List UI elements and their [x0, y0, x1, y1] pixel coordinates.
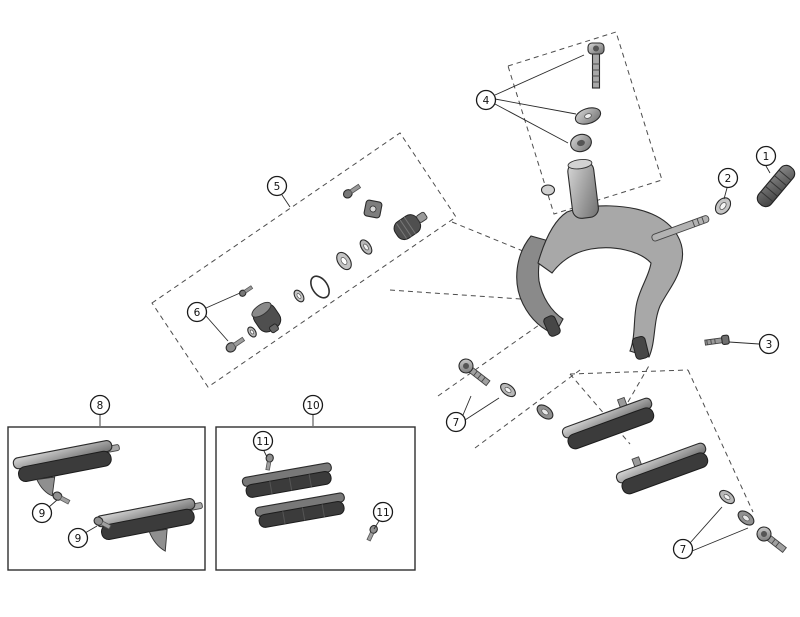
- square-plate: [363, 199, 383, 219]
- callout-number: 7: [453, 417, 460, 429]
- callout-number: 11: [376, 507, 389, 519]
- callout-number: 10: [306, 400, 319, 412]
- mounting-bolt-shaft: [591, 53, 601, 89]
- dash-leader: [569, 369, 689, 375]
- callout-number: 4: [483, 95, 490, 107]
- callout-10: 10: [302, 394, 324, 416]
- spring-cam: [251, 301, 282, 334]
- caliper-main-arch: [537, 205, 683, 358]
- small-washer: [293, 289, 305, 303]
- callout-number: 6: [194, 307, 201, 319]
- pivot-cap: [540, 184, 556, 196]
- adjuster-knob: [393, 211, 428, 241]
- callout-2: 2: [717, 167, 739, 189]
- curved-washer-b: [737, 510, 755, 526]
- callout-number: 8: [97, 400, 104, 412]
- callout-number: 3: [766, 339, 773, 351]
- callout-number: 9: [75, 533, 82, 545]
- pad-insert-set-box: [215, 426, 416, 571]
- shoe-fin: [36, 476, 56, 497]
- callout-7a: 7: [445, 411, 467, 433]
- arm-fixing-bolt: [704, 334, 730, 346]
- callout-11b: 11: [372, 501, 394, 523]
- callout-9a: 9: [31, 502, 53, 524]
- double-washer: [336, 251, 352, 271]
- pad-rubber: [621, 452, 709, 495]
- caliper-pivot-tube: [567, 159, 599, 219]
- insert-fixing-bolt-11b: [366, 524, 378, 542]
- right-pad-slot: [631, 335, 650, 360]
- dash-leader: [437, 317, 550, 397]
- callout-5: 5: [266, 175, 288, 197]
- group-box-8: [7, 426, 206, 571]
- callout-number: 11: [256, 436, 269, 448]
- pad-insert-1: [241, 462, 332, 498]
- mounting-bolt-assembly: [540, 42, 605, 196]
- shoe-fin: [148, 528, 168, 552]
- nut-hole: [577, 139, 585, 147]
- pad-bolt-group-b: [615, 442, 787, 554]
- insert-fixing-bolt-11a: [265, 453, 274, 471]
- group-outline-4: [507, 31, 663, 215]
- tiny-screw: [238, 285, 254, 297]
- pad-fixing-bolt-a: [458, 358, 491, 387]
- callout-number: 2: [725, 173, 732, 185]
- callout-4: 4: [475, 89, 497, 111]
- pad-washer-a: [500, 382, 516, 398]
- callout-8: 8: [89, 394, 111, 416]
- callout-number: 5: [274, 181, 281, 193]
- left-pad-slot: [543, 315, 561, 337]
- dash-leader: [451, 221, 541, 259]
- tiny-washer: [247, 326, 257, 338]
- pad-fixing-bolt-b: [756, 526, 787, 554]
- shoe-fixing-bolt-9b: [93, 516, 112, 530]
- callout-7b: 7: [672, 538, 694, 560]
- washer-hole: [584, 113, 592, 119]
- curved-washer-a: [536, 404, 554, 420]
- caliper-body: [516, 159, 710, 360]
- shoe-fixing-bolt-9a: [52, 491, 71, 505]
- adjuster-unit-parts: [225, 183, 428, 353]
- brake-pad-a: [561, 396, 655, 450]
- flat-washer: [359, 239, 373, 255]
- callout-9b: 9: [67, 527, 89, 549]
- brake-shoe-a: [12, 440, 120, 497]
- shoe-rubber: [17, 450, 112, 483]
- callout-3: 3: [758, 333, 780, 355]
- center-axle: [651, 215, 710, 242]
- callout-number: 1: [763, 151, 770, 163]
- dash-leader: [474, 369, 581, 449]
- pad-rubber: [567, 407, 655, 450]
- group-outline-5: [151, 132, 457, 388]
- brake-pad-b: [615, 442, 709, 495]
- callout-number: 9: [39, 508, 46, 520]
- hex-recess: [593, 45, 599, 52]
- callout-leaders: [48, 54, 771, 552]
- callout-11a: 11: [252, 430, 274, 452]
- brake-shoe-b: [95, 498, 203, 552]
- dash-leader: [389, 289, 536, 301]
- group-box-10: [215, 426, 416, 571]
- callout-number: 7: [680, 544, 687, 556]
- callout-1: 1: [755, 145, 777, 167]
- callout-6: 6: [186, 301, 208, 323]
- axle-sleeve: [756, 164, 796, 208]
- dash-leader: [627, 363, 651, 403]
- axle-washer: [714, 197, 732, 215]
- o-ring: [310, 275, 330, 299]
- small-screw: [342, 183, 362, 199]
- pad-bolt-group-a: [458, 358, 655, 450]
- pad-insert-2: [254, 492, 345, 528]
- pad-washer-b: [719, 489, 735, 505]
- dash-leader: [687, 369, 754, 513]
- cam-bolt: [225, 336, 246, 353]
- brake-shoe-set-box: [7, 426, 206, 571]
